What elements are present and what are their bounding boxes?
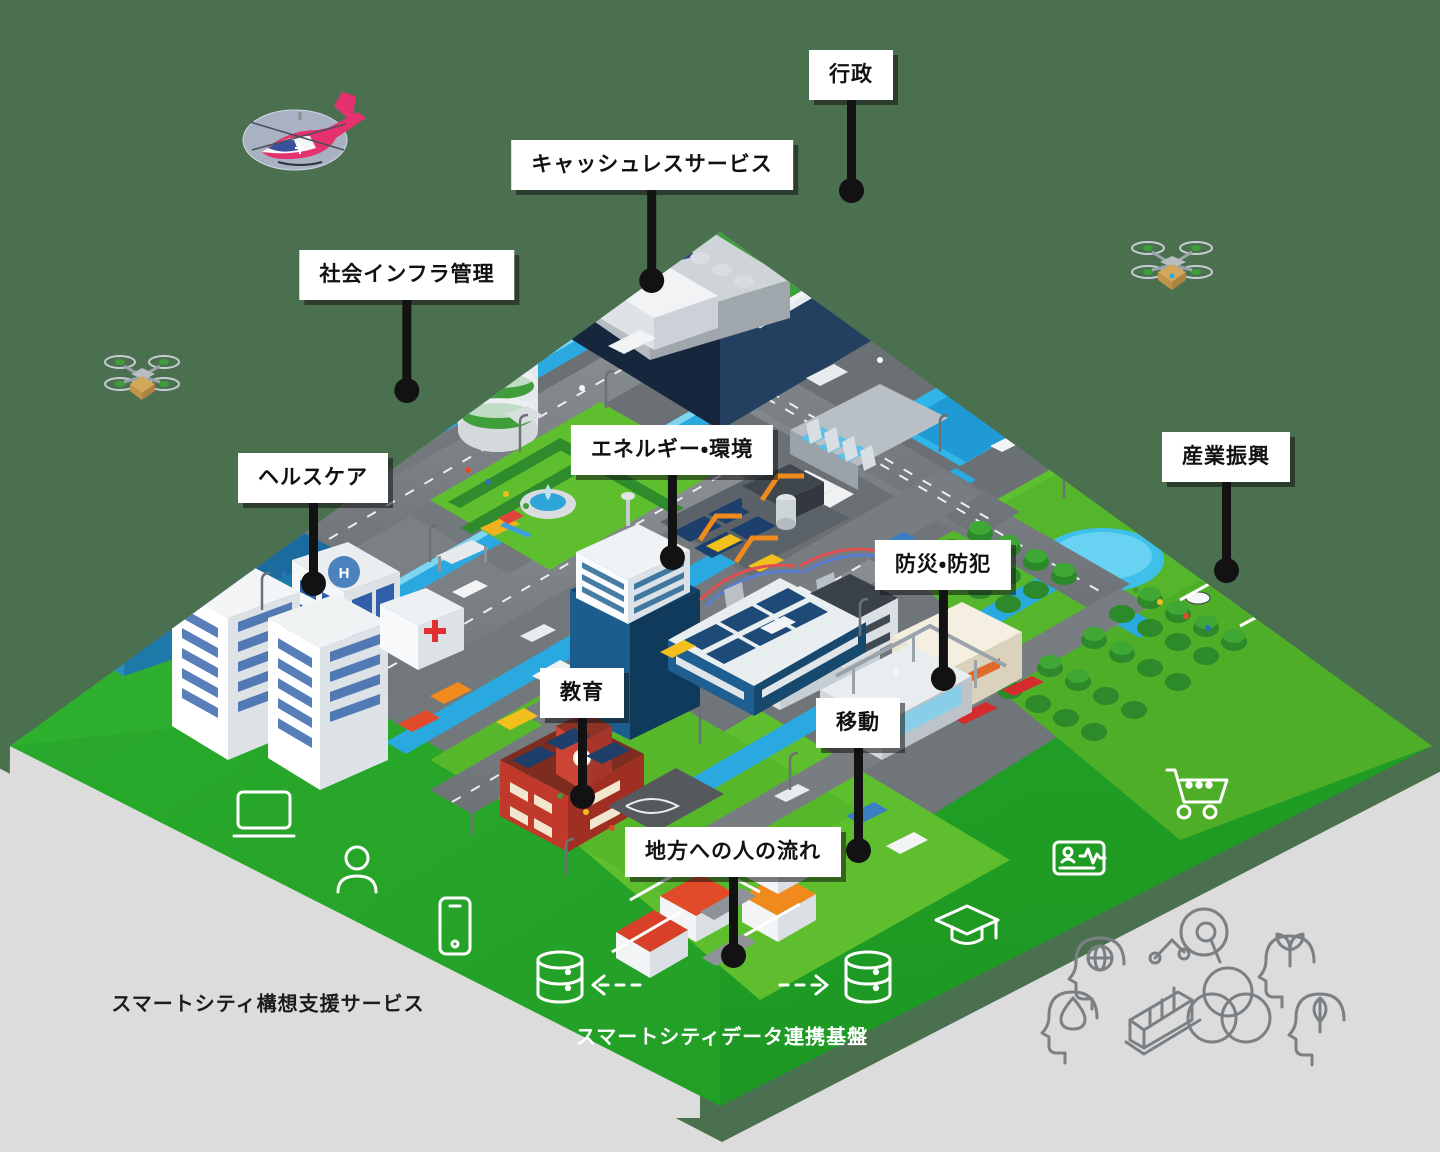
callout-label-bousai: 防災・防犯 [874,540,1012,590]
svg-text:H: H [339,565,350,582]
callout-dot-energy [659,545,685,570]
rescue-helicopter [242,92,366,171]
countryside-green-3 [1000,580,1432,840]
callout-gyousei[interactable]: 行政 [809,50,893,203]
smartphone-icon [438,896,472,956]
callout-label-cashless: キャッシュレスサービス [511,140,793,190]
callout-dot-sangyou [1213,558,1239,583]
callout-stem-bousai [938,590,948,668]
arrow-dashed-left [591,974,650,996]
network-graph-icon [1148,907,1229,965]
callout-label-sangyou: 産業振興 [1162,432,1290,482]
callout-stem-infra [402,300,412,380]
monitor-icon [232,790,296,838]
callout-dot-chihou [720,943,746,968]
callout-stem-idou [853,748,863,840]
callout-dot-bousai [930,666,956,691]
gray-plate-diamond [0,768,1440,1152]
callout-label-infra: 社会インフラ管理 [299,250,515,300]
callout-energy[interactable]: エネルギー・環境 [570,425,774,570]
callout-kyouiku[interactable]: 教育 [540,668,624,809]
callout-stem-cashless [647,190,657,270]
callout-label-gyousei: 行政 [809,50,893,100]
callout-sangyou[interactable]: 産業振興 [1162,432,1290,583]
health-monitor-icon [1052,840,1107,876]
support-service-label: スマートシティ構想支援サービス [111,993,425,1016]
callout-label-kyouiku: 教育 [540,668,624,718]
callout-label-chihou: 地方への人の流れ [625,827,841,877]
fire-engine-3 [1002,676,1044,696]
head-globe-icon [1067,936,1126,1011]
data-platform-label: スマートシティデータ連携基盤 [575,1026,869,1049]
playground [480,510,532,538]
database-icon-right [844,950,892,1004]
callout-stem-chihou [728,877,738,945]
callout-infra[interactable]: 社会インフラ管理 [299,250,515,403]
database-icon-left [536,950,584,1004]
callout-chihou[interactable]: 地方への人の流れ [625,827,841,968]
callout-stem-kyouiku [577,718,587,786]
person-icon [336,845,378,894]
callout-dot-idou [845,838,871,863]
callout-stem-healthcare [308,503,318,573]
callout-idou[interactable]: 移動 [816,698,900,863]
callout-stem-energy [667,475,677,547]
graduation-cap-icon [934,904,1000,945]
callout-bousai[interactable]: 防災・防犯 [874,540,1012,691]
fire-engine-2 [952,702,998,724]
callout-label-idou: 移動 [816,698,900,748]
head-leaf-icon [1287,992,1346,1067]
callout-dot-cashless [639,268,665,293]
train-station [668,578,866,716]
dam-structure [790,384,948,490]
callout-healthcare[interactable]: ヘルスケア [238,453,388,596]
head-plant-icon [1257,932,1316,1009]
callout-label-healthcare: ヘルスケア [238,453,388,503]
arrow-dashed-right [778,974,829,996]
callout-label-energy: エネルギー・環境 [570,425,774,475]
delivery-drone-right [1131,241,1213,290]
callout-stem-sangyou [1221,482,1231,560]
shopping-cart-icon [1165,768,1229,820]
callout-dot-kyouiku [569,784,595,809]
head-water-icon [1040,990,1099,1065]
callout-dot-gyousei [838,178,864,203]
callout-stem-gyousei [846,100,856,180]
callout-dot-healthcare [300,571,326,596]
delivery-drone-left [104,355,180,400]
venn-diagram-icon [1186,966,1272,1044]
callout-dot-infra [394,378,420,403]
callout-cashless[interactable]: キャッシュレスサービス [511,140,793,293]
